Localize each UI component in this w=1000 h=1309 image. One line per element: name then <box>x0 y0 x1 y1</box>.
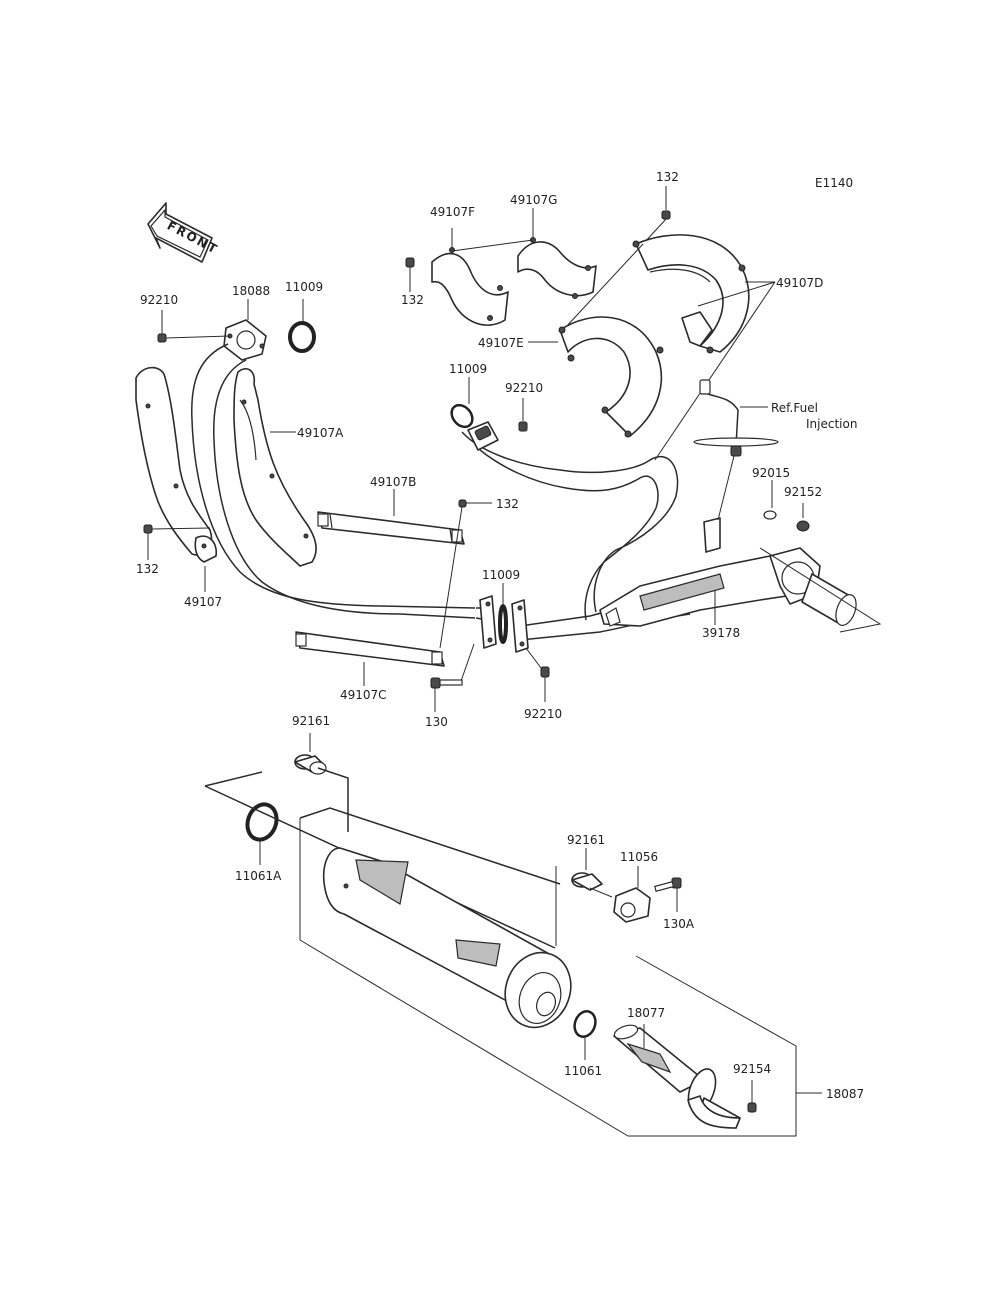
spark-arrester-18077 <box>613 1024 741 1129</box>
label-132-top: 132 <box>656 170 679 184</box>
heat-cover-49107B <box>317 511 465 545</box>
label-92152: 92152 <box>784 485 822 499</box>
label-92210-left: 92210 <box>140 293 178 307</box>
label-49107C: 49107C <box>340 688 387 702</box>
bolt-132-left <box>405 257 415 292</box>
label-49107: 49107 <box>184 595 222 609</box>
label-11009-low: 11009 <box>482 568 520 582</box>
bolt-92154 <box>747 1080 757 1113</box>
heat-cover-49107C <box>295 631 445 667</box>
bolt-132-mid <box>439 499 492 649</box>
label-92015: 92015 <box>752 466 790 480</box>
label-11009-top: 11009 <box>285 280 323 294</box>
label-130: 130 <box>425 715 448 729</box>
label-49107F: 49107F <box>430 205 475 219</box>
gasket-11009-mid <box>450 403 474 429</box>
label-11009-mid: 11009 <box>449 362 487 376</box>
joint-flange-right <box>511 599 529 653</box>
heat-cover-49107A <box>233 368 317 567</box>
label-132-left: 132 <box>401 293 424 307</box>
label-92210-mid: 92210 <box>505 381 543 395</box>
bolt-130 <box>430 677 463 712</box>
gasket-11009-top <box>288 321 316 353</box>
label-49107A: 49107A <box>297 426 344 440</box>
label-92161-mid: 92161 <box>567 833 605 847</box>
label-132-lower: 132 <box>136 562 159 576</box>
exhaust-flange-18088 <box>223 319 267 361</box>
gasket-92152 <box>796 503 810 532</box>
bracket-11056 <box>613 866 651 923</box>
heat-cover-49107G <box>517 237 597 299</box>
heat-cover-49107E <box>558 316 664 438</box>
collar-92161-mid <box>571 872 603 891</box>
joint-flange-left <box>479 595 497 649</box>
washer-92015 <box>763 480 777 520</box>
part-labels: 132 49107F 49107G 132 49107D 49107E 9221… <box>136 170 864 1101</box>
bolt-132-lower <box>143 524 211 560</box>
label-ref-fuel-1: Ref.Fuel <box>771 401 818 415</box>
label-92210-low: 92210 <box>524 707 562 721</box>
heat-cover-49107F <box>431 247 509 326</box>
label-49107D: 49107D <box>776 276 823 290</box>
heat-cover-49107 <box>135 366 218 563</box>
label-49107E: 49107E <box>478 336 524 350</box>
gasket-11061A <box>245 802 279 842</box>
label-18088: 18088 <box>232 284 270 298</box>
nut-92210-left <box>157 310 231 343</box>
gasket-11061 <box>573 1010 597 1038</box>
label-18077: 18077 <box>627 1006 665 1020</box>
diagram-code: E1140 <box>815 176 853 190</box>
label-11061A: 11061A <box>235 869 282 883</box>
exhaust-port-flange <box>467 421 499 451</box>
label-11061: 11061 <box>564 1064 602 1078</box>
heat-cover-49107D <box>632 234 750 354</box>
bolt-130A <box>654 877 682 912</box>
label-18087: 18087 <box>826 1087 864 1101</box>
nut-92210-mid <box>518 398 528 432</box>
muffler-18087 <box>204 767 572 1029</box>
label-92161-top: 92161 <box>292 714 330 728</box>
gasket-11009-low <box>498 604 508 644</box>
label-ref-fuel-2: Injection <box>806 417 857 431</box>
o2-sensor <box>693 379 779 457</box>
nut-92210-low <box>525 647 550 702</box>
label-49107G: 49107G <box>510 193 557 207</box>
label-49107B: 49107B <box>370 475 416 489</box>
front-arrow: FRONT <box>147 202 221 263</box>
catalyst-collector-39178 <box>599 517 857 627</box>
collar-92161-top <box>294 754 327 775</box>
label-92154: 92154 <box>733 1062 771 1076</box>
label-132-mid: 132 <box>496 497 519 511</box>
label-130A: 130A <box>663 917 695 931</box>
label-39178: 39178 <box>702 626 740 640</box>
label-11056: 11056 <box>620 850 658 864</box>
